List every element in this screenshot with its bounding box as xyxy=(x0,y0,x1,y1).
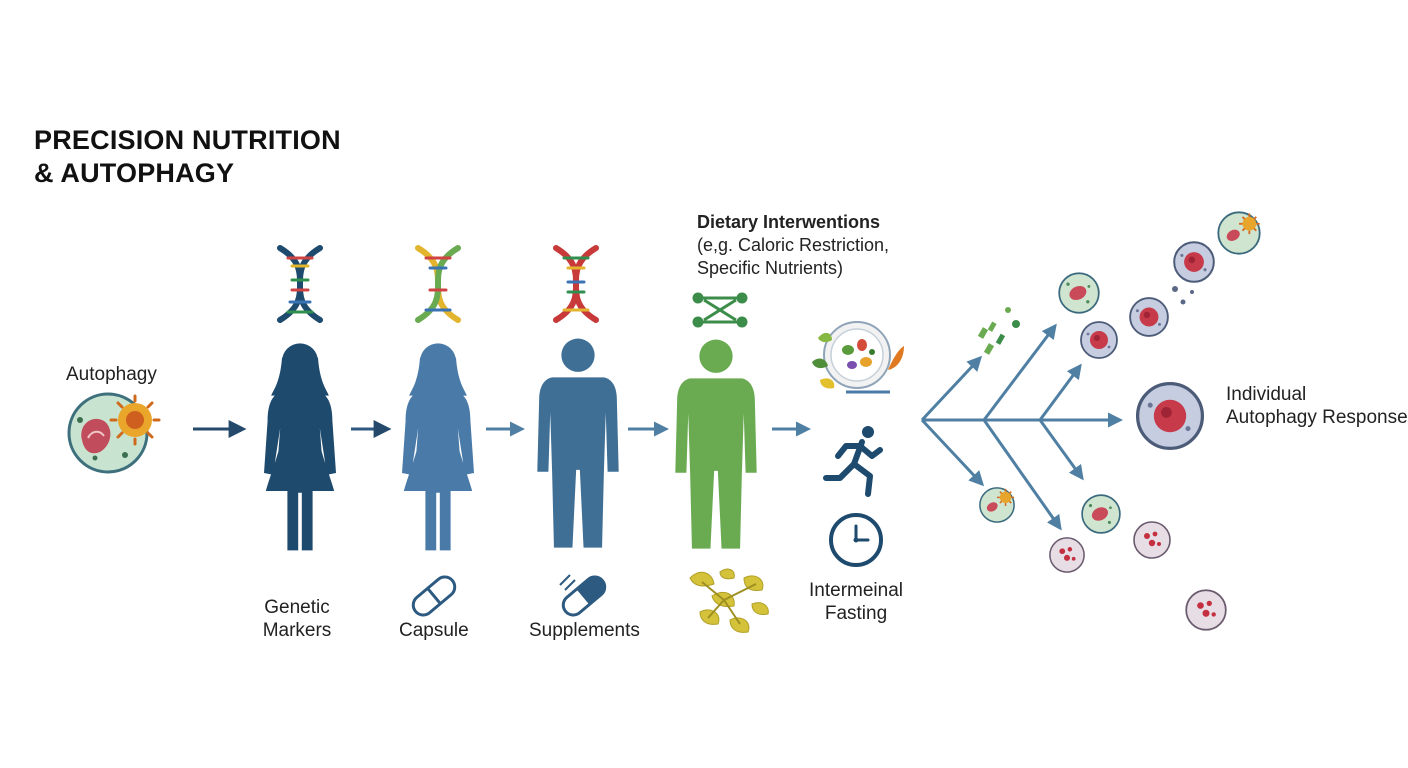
genetic-markers-label: Genetic Markers xyxy=(244,596,350,642)
response-line-1: Individual xyxy=(1226,384,1307,405)
debris-icon xyxy=(977,307,1020,355)
capsule-label: Capsule xyxy=(399,620,469,641)
response-line-2: Autophagy Response xyxy=(1226,407,1408,428)
supplements-label: Supplements xyxy=(529,620,640,641)
dna-icon xyxy=(277,245,323,323)
dna-icon xyxy=(553,245,599,323)
person-silhouette-supplements xyxy=(537,338,619,548)
fasting-line-2: Fasting xyxy=(824,603,888,624)
response-cell xyxy=(1173,241,1215,283)
response-cell xyxy=(979,487,1015,523)
dna-icon xyxy=(415,245,461,323)
dietary-line-1: Dietary Interwentions xyxy=(697,212,881,232)
plate-icon xyxy=(812,321,904,394)
person-silhouette-genetic xyxy=(264,343,336,551)
fragment-dots xyxy=(1172,286,1194,305)
response-cell xyxy=(1185,589,1227,631)
person-silhouette-capsule xyxy=(402,343,474,551)
title-line-2: & AUTOPHAGY xyxy=(34,158,235,188)
dietary-interventions-label: Dietary Interwentions (e,g. Caloric Rest… xyxy=(697,211,889,280)
title-line-1: PRECISION NUTRITION xyxy=(34,125,341,155)
individual-response-label: Individual Autophagy Response xyxy=(1226,383,1408,429)
cell-icon xyxy=(67,392,161,474)
molecule-icon xyxy=(692,292,748,328)
page-title: PRECISION NUTRITION & AUTOPHAGY xyxy=(34,124,341,190)
clock-icon xyxy=(829,513,883,567)
person-silhouette-dietary xyxy=(675,339,757,549)
capsule-icon xyxy=(561,575,607,617)
autophagy-label: Autophagy xyxy=(66,364,157,385)
response-cell xyxy=(1080,321,1118,359)
runner-icon xyxy=(823,426,883,497)
herbs-icon xyxy=(689,568,769,633)
dietary-line-3: Specific Nutrients) xyxy=(697,258,844,278)
genetic-markers-line-1: Genetic xyxy=(264,597,330,618)
motion-lines xyxy=(559,574,576,591)
response-cell xyxy=(1129,297,1169,337)
response-cell xyxy=(1081,494,1121,534)
capsule-icon xyxy=(411,575,457,617)
response-cell xyxy=(1049,537,1085,573)
fasting-label: Intermeinal Fasting xyxy=(796,579,916,625)
branch-arrows xyxy=(920,323,1123,531)
response-cell xyxy=(1217,211,1261,255)
fasting-line-1: Intermeinal xyxy=(809,580,903,601)
response-cell xyxy=(1133,521,1171,559)
genetic-markers-line-2: Markers xyxy=(262,620,332,641)
response-cell-large xyxy=(1135,381,1205,451)
dietary-line-2: (e,g. Caloric Restriction, xyxy=(697,235,890,255)
response-cell xyxy=(1058,272,1100,314)
